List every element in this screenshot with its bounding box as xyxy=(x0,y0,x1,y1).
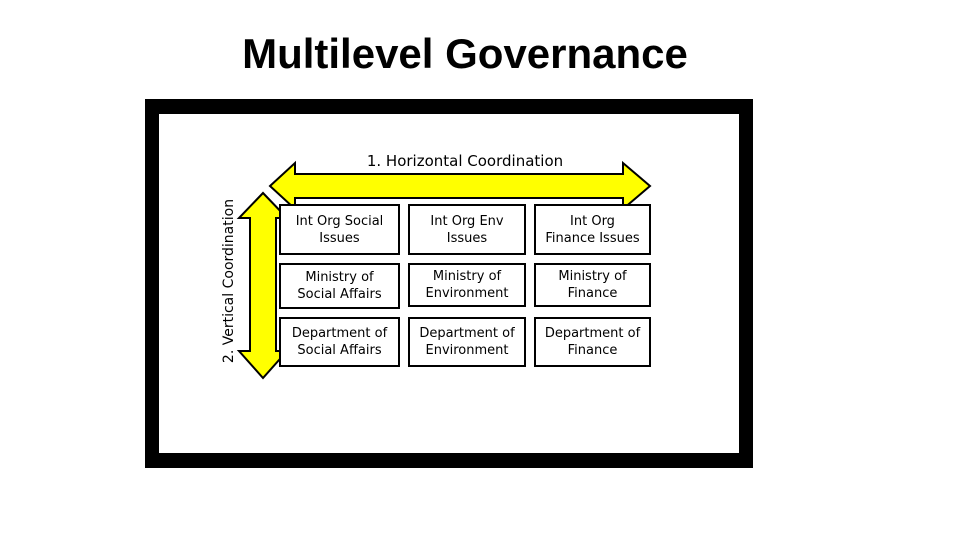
cell-department-finance: Department of Finance xyxy=(534,317,651,367)
vertical-coordination-label: 2. Vertical Coordination xyxy=(221,198,237,364)
cell-int-org-env: Int Org Env Issues xyxy=(408,204,526,255)
cell-department-environment: Department of Environment xyxy=(408,317,526,367)
cell-int-org-finance: Int Org Finance Issues xyxy=(534,204,651,255)
cell-ministry-environment: Ministry of Environment xyxy=(408,263,526,307)
cell-ministry-social: Ministry of Social Affairs xyxy=(279,263,400,309)
cell-department-social: Department of Social Affairs xyxy=(279,317,400,367)
horizontal-coordination-label: 1. Horizontal Coordination xyxy=(366,152,564,170)
cell-int-org-social: Int Org Social Issues xyxy=(279,204,400,255)
page-title: Multilevel Governance xyxy=(242,30,688,77)
cell-ministry-finance: Ministry of Finance xyxy=(534,263,651,307)
